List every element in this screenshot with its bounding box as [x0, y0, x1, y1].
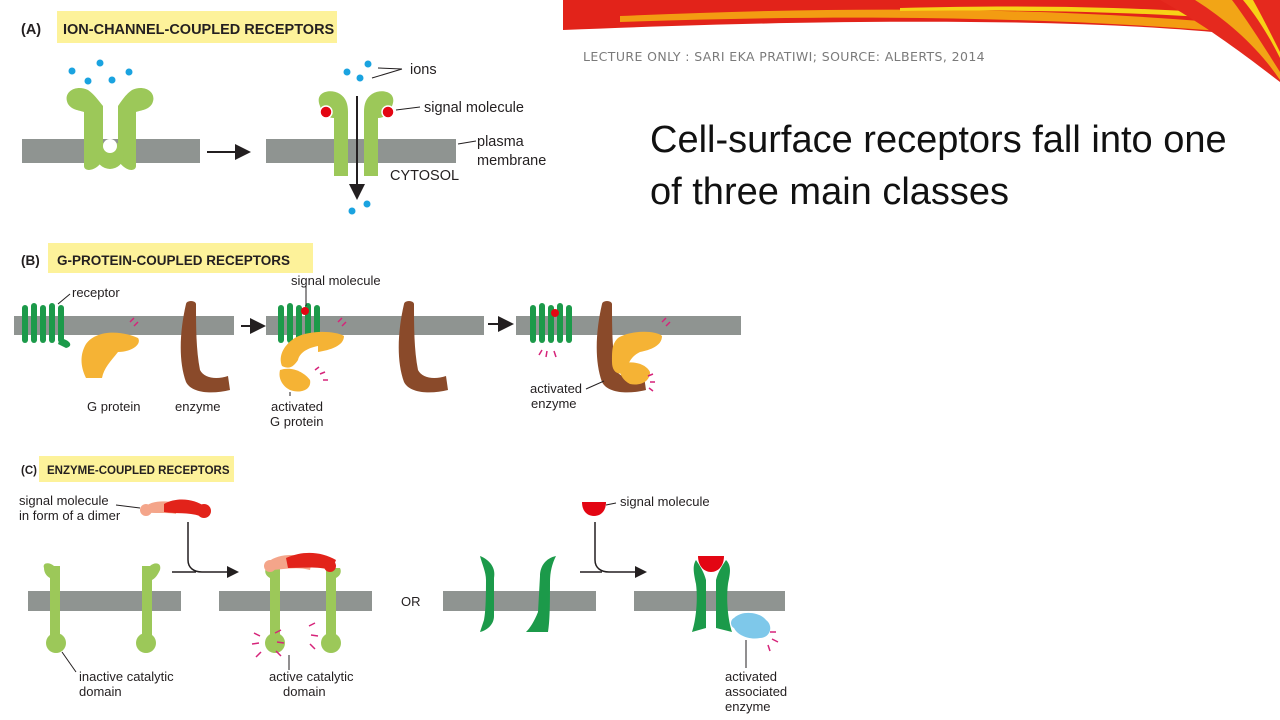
banner-swoosh: [563, 0, 1280, 82]
open-ion-channel: [318, 91, 395, 176]
ions-flow: [343, 60, 372, 215]
gpcr-receptor-1: [22, 303, 71, 348]
label-assoc-3: enzyme: [725, 699, 771, 714]
inactive-dark-receptor: [480, 556, 556, 632]
enzyme-1: [180, 301, 230, 393]
label-cytosol: CYTOSOL: [390, 168, 459, 184]
label-active-1: active catalytic: [269, 669, 354, 684]
ions-outside: [68, 59, 133, 85]
label-inactive-2: domain: [79, 684, 122, 699]
panel-c-header: ENZYME-COUPLED RECEPTORS: [47, 465, 230, 477]
leader-membrane: [457, 140, 477, 145]
activation-marks-enzyme: [647, 373, 655, 392]
panel-c-letter: (C): [21, 465, 37, 477]
active-dark-receptor: [692, 556, 732, 632]
signal-molecule-b3: [551, 309, 559, 317]
panel-a-letter: (A): [21, 22, 41, 38]
label-signal-a: signal molecule: [424, 100, 524, 116]
panel-a-header-highlight: [57, 11, 337, 43]
leader-ions-2: [371, 68, 403, 79]
label-activated-enzyme-1: activated: [530, 381, 582, 396]
arrow-c2: [594, 522, 647, 578]
signal-molecule-b2: [301, 307, 309, 315]
g-protein-3: [612, 331, 662, 385]
activation-marks-receptor: [538, 349, 557, 358]
enzyme-2: [398, 301, 448, 393]
source-credit: LECTURE ONLY : SARI EKA PRATIWI; SOURCE:…: [583, 49, 986, 64]
activation-marks-g: [314, 366, 328, 381]
label-dimer-2: in form of a dimer: [19, 508, 121, 523]
inactive-receptor-right: [136, 563, 161, 653]
panel-b-letter: (B): [21, 253, 40, 268]
closed-ion-channel: [66, 87, 154, 170]
lipid-anchor-3: [661, 317, 671, 327]
leader-dimer: [115, 504, 141, 509]
label-dimer-1: signal molecule: [19, 493, 109, 508]
signal-molecule-c: [582, 502, 606, 516]
panel-b-header-highlight: [48, 243, 313, 273]
label-membrane-2: membrane: [477, 153, 546, 169]
label-activated-g-1: activated: [271, 399, 323, 414]
activation-marks-assoc: [767, 631, 779, 652]
activation-marks-c: [251, 622, 319, 658]
active-receptor-pair: [264, 552, 341, 653]
membrane-b3: [516, 316, 741, 335]
label-or: OR: [401, 594, 421, 609]
inactive-receptor-left: [43, 563, 66, 653]
panel-a-header: ION-CHANNEL-COUPLED RECEPTORS: [63, 22, 335, 38]
panel-c-header-highlight: [39, 456, 234, 482]
label-inactive-1: inactive catalytic: [79, 669, 174, 684]
g-protein-1: [81, 332, 139, 378]
label-enzyme: enzyme: [175, 399, 221, 414]
activated-g-protein: [279, 331, 344, 392]
label-signal-c: signal molecule: [620, 494, 710, 509]
leader-activated-enzyme: [585, 380, 605, 390]
label-activated-g-2: G protein: [270, 414, 323, 429]
label-signal-b: signal molecule: [291, 273, 381, 288]
membrane-a2: [266, 139, 456, 163]
slide-title: Cell-surface receptors fall into one of …: [650, 119, 1227, 213]
label-receptor: receptor: [72, 285, 120, 300]
leader-signal-a: [395, 106, 421, 111]
associated-enzyme: [731, 612, 771, 639]
panel-b-header: G-PROTEIN-COUPLED RECEPTORS: [57, 253, 290, 268]
gpcr-receptor-3: [530, 303, 572, 343]
membrane-c3: [443, 591, 596, 611]
dimer-signal-molecule: [140, 499, 211, 518]
activated-enzyme: [596, 301, 646, 393]
membrane-b1: [14, 316, 234, 335]
leader-signal-c: [605, 502, 617, 506]
label-g-protein: G protein: [87, 399, 140, 414]
panel-b: (B) G-PROTEIN-COUPLED RECEPTORS receptor…: [14, 243, 741, 429]
panel-c: (C) ENZYME-COUPLED RECEPTORS signal mole…: [19, 456, 787, 714]
leader-inactive: [61, 651, 77, 673]
membrane-b2: [266, 316, 484, 335]
label-active-2: domain: [283, 684, 326, 699]
label-ions: ions: [410, 62, 437, 78]
panel-a: (A) ION-CHANNEL-COUPLED RECEPTORS: [21, 11, 546, 215]
banner-orange-tail: [1195, 0, 1280, 80]
leader-ions-1: [377, 67, 403, 70]
receptor-classes-figure: (A) ION-CHANNEL-COUPLED RECEPTORS: [14, 11, 787, 714]
leader-receptor: [57, 293, 71, 305]
label-assoc-2: associated: [725, 684, 787, 699]
label-activated-enzyme-2: enzyme: [531, 396, 577, 411]
banner-red-tail: [1160, 0, 1280, 82]
label-membrane-1: plasma: [477, 134, 525, 150]
lipid-anchor-2: [337, 317, 347, 327]
membrane-c2: [219, 591, 372, 611]
arrow-c1: [187, 522, 239, 578]
banner-orange-streak: [620, 9, 1280, 36]
label-assoc-1: activated: [725, 669, 777, 684]
membrane-c4: [634, 591, 785, 611]
